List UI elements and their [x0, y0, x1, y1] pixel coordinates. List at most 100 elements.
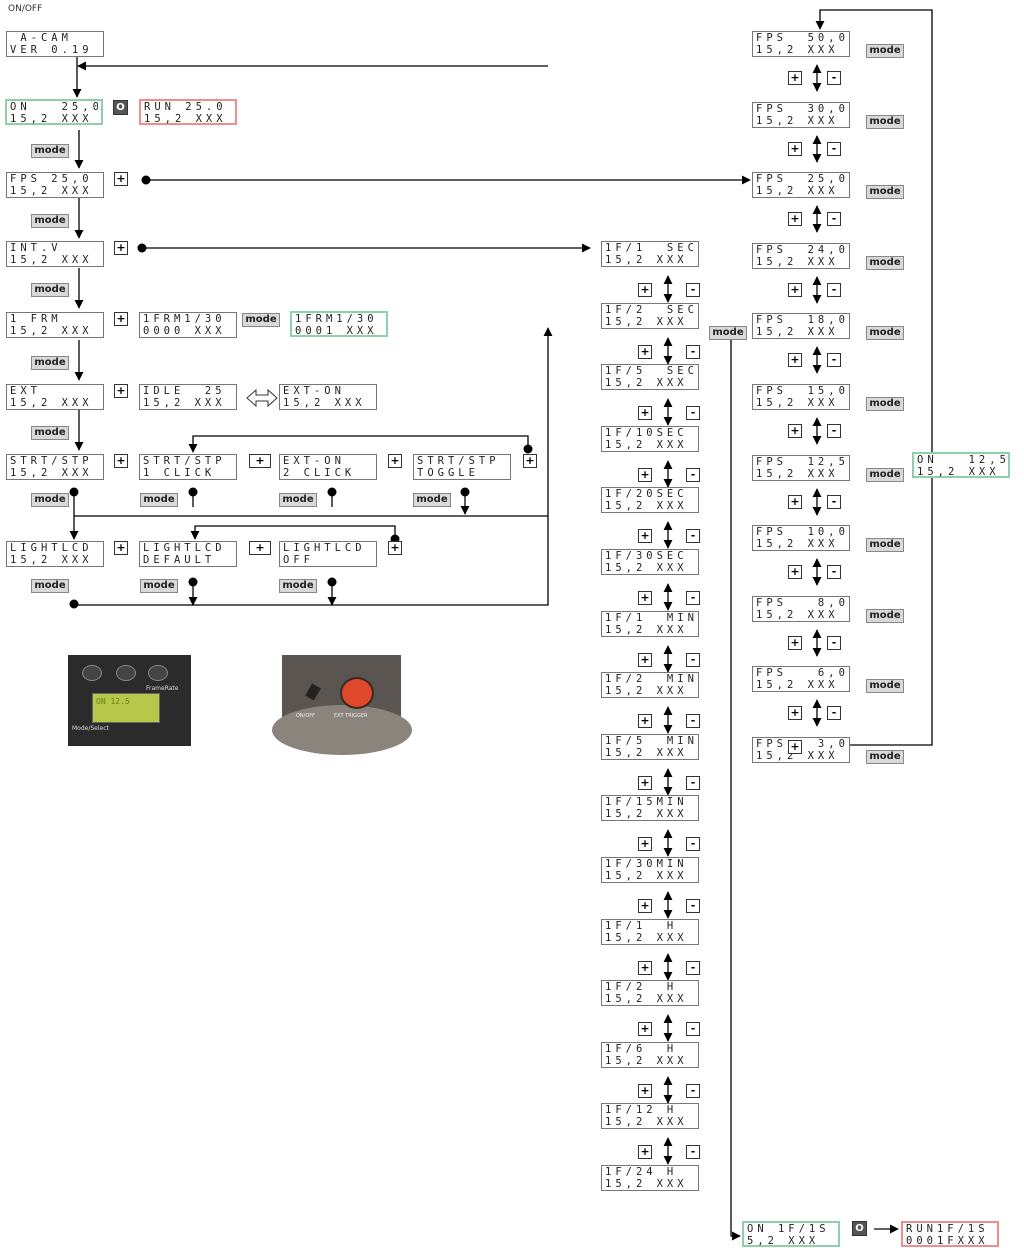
plus-button[interactable]: +	[788, 495, 802, 509]
plus-button[interactable]: +	[638, 714, 652, 728]
plus-button[interactable]: +	[638, 591, 652, 605]
mode-button[interactable]: mode	[866, 468, 904, 482]
minus-button[interactable]: -	[827, 636, 841, 650]
plus-button[interactable]: +	[788, 353, 802, 367]
plus-button[interactable]: +	[788, 740, 802, 754]
onoff-button[interactable]: O	[113, 100, 128, 115]
lcd-ext-menu: EXT 15,2 XXX	[6, 384, 104, 410]
minus-button[interactable]: -	[686, 591, 700, 605]
plus-button[interactable]: +	[523, 454, 537, 468]
minus-button[interactable]: -	[686, 776, 700, 790]
mode-button[interactable]: mode	[866, 538, 904, 552]
mode-button[interactable]: mode	[866, 256, 904, 270]
plus-button[interactable]: +	[388, 541, 402, 555]
minus-button[interactable]: -	[686, 406, 700, 420]
plus-button[interactable]: +	[638, 837, 652, 851]
minus-button[interactable]: -	[686, 714, 700, 728]
mode-button[interactable]: mode	[31, 579, 69, 593]
mode-button[interactable]: mode	[31, 214, 69, 228]
mode-button[interactable]: mode	[279, 493, 317, 507]
mode-button[interactable]: mode	[31, 493, 69, 507]
minus-button[interactable]: -	[827, 353, 841, 367]
lcd-line: 15,2 XXX	[756, 750, 839, 762]
plus-button[interactable]: +	[114, 454, 128, 468]
plus-button[interactable]: +	[114, 541, 128, 555]
mode-button[interactable]: mode	[866, 44, 904, 58]
plus-button[interactable]: +	[114, 384, 128, 398]
plus-button[interactable]: +	[388, 454, 402, 468]
plus-button[interactable]: +	[638, 1022, 652, 1036]
plus-button[interactable]: +	[638, 345, 652, 359]
minus-button[interactable]: -	[686, 837, 700, 851]
plus-button[interactable]: +	[788, 71, 802, 85]
mode-button[interactable]: mode	[866, 115, 904, 129]
mode-button[interactable]: mode	[866, 750, 904, 764]
plus-button[interactable]: +	[114, 241, 128, 255]
mode-button[interactable]: mode	[31, 426, 69, 440]
mode-button[interactable]: mode	[31, 144, 69, 158]
mode-button[interactable]: mode	[866, 679, 904, 693]
plus-button[interactable]: +	[788, 636, 802, 650]
minus-button[interactable]: -	[686, 653, 700, 667]
minus-button[interactable]: -	[827, 71, 841, 85]
mode-button[interactable]: mode	[709, 326, 747, 340]
minus-button[interactable]: -	[827, 142, 841, 156]
junction-dot	[188, 487, 198, 497]
mode-button[interactable]: mode	[866, 326, 904, 340]
minus-button[interactable]: -	[686, 283, 700, 297]
plus-button[interactable]: +	[638, 529, 652, 543]
mode-button[interactable]: mode	[413, 493, 451, 507]
minus-button[interactable]: -	[686, 1145, 700, 1159]
mode-button[interactable]: mode	[866, 185, 904, 199]
lcd-interval-run: RUN1F/1S 0001FXXX	[901, 1221, 999, 1247]
minus-button[interactable]: -	[827, 565, 841, 579]
minus-button[interactable]: -	[686, 961, 700, 975]
junction-dot	[460, 487, 470, 497]
minus-button[interactable]: -	[686, 1022, 700, 1036]
minus-button[interactable]: -	[686, 899, 700, 913]
minus-button[interactable]: -	[827, 283, 841, 297]
plus-button[interactable]: +	[249, 541, 271, 555]
plus-button[interactable]: +	[638, 468, 652, 482]
minus-button[interactable]: -	[827, 424, 841, 438]
mode-button[interactable]: mode	[31, 356, 69, 370]
mode-button[interactable]: mode	[866, 397, 904, 411]
mode-button[interactable]: mode	[866, 609, 904, 623]
minus-button[interactable]: -	[686, 1084, 700, 1098]
plus-button[interactable]: +	[638, 1084, 652, 1098]
lcd-line: 15,2 XXX	[756, 44, 839, 56]
mode-button[interactable]: mode	[140, 493, 178, 507]
mode-button[interactable]: mode	[242, 313, 280, 327]
plus-button[interactable]: +	[638, 899, 652, 913]
mode-button[interactable]: mode	[279, 579, 317, 593]
plus-button[interactable]: +	[788, 212, 802, 226]
plus-button[interactable]: +	[638, 283, 652, 297]
minus-button[interactable]: -	[686, 529, 700, 543]
plus-button[interactable]: +	[638, 1145, 652, 1159]
plus-button[interactable]: +	[788, 424, 802, 438]
lcd-line: 15,2 XXX	[605, 500, 688, 512]
plus-button[interactable]: +	[788, 706, 802, 720]
plus-button[interactable]: +	[638, 406, 652, 420]
plus-button[interactable]: +	[114, 312, 128, 326]
plus-button[interactable]: +	[788, 283, 802, 297]
mode-button[interactable]: mode	[140, 579, 178, 593]
plus-button[interactable]: +	[788, 565, 802, 579]
onoff-button[interactable]: O	[852, 1221, 867, 1236]
minus-button[interactable]: -	[827, 495, 841, 509]
plus-button[interactable]: +	[114, 172, 128, 186]
plus-button[interactable]: +	[638, 653, 652, 667]
plus-button[interactable]: +	[638, 776, 652, 790]
plus-button[interactable]: +	[788, 142, 802, 156]
minus-button[interactable]: -	[686, 345, 700, 359]
mode-button[interactable]: mode	[31, 283, 69, 297]
minus-button[interactable]: -	[827, 212, 841, 226]
plus-button[interactable]: +	[249, 454, 271, 468]
plus-button[interactable]: +	[638, 961, 652, 975]
minus-button[interactable]: -	[686, 468, 700, 482]
minus-button[interactable]: -	[827, 706, 841, 720]
